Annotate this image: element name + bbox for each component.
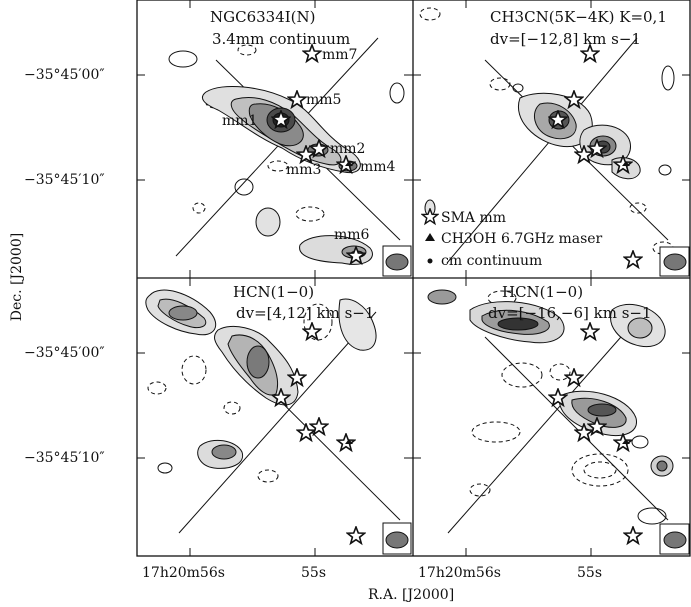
xtick-label: 55s (301, 565, 326, 581)
panel-br-contours (427, 289, 690, 555)
legend-maser: CH3OH 6.7GHz maser (441, 231, 603, 247)
panel-tl-subtitle: 3.4mm continuum (212, 30, 351, 48)
source-label-mm3: mm3 (286, 162, 322, 178)
panel-tr-subtitle: dv=[−12,8] km s−1 (490, 30, 641, 48)
panel-br-title: HCN(1−0) (502, 283, 584, 301)
legend-cm-continuum: cm continuum (441, 253, 543, 269)
source-label-mm7: mm7 (322, 47, 358, 63)
panel-bl-subtitle: dv=[4,12] km s−1 (236, 304, 375, 322)
panel-bl-contours (145, 289, 412, 555)
panel-bl-title: HCN(1−0) (233, 283, 315, 301)
ytick-label: −35°45′10″ (24, 450, 105, 466)
panel-tr-title: CH3CN(5K−4K) K=0,1 (490, 8, 667, 26)
y-axis-label: Dec. [J2000] (9, 232, 25, 322)
ytick-label: −35°45′00″ (24, 345, 105, 361)
source-label-mm1: mm1 (222, 113, 258, 129)
source-label-mm4: mm4 (360, 159, 396, 175)
source-label-mm2: mm2 (330, 141, 366, 157)
xtick-label: 55s (577, 565, 602, 581)
legend-sma-mm: SMA mm (441, 210, 507, 226)
panel-br-subtitle: dv=[−16,−6] km s−1 (488, 304, 652, 322)
source-label-mm6: mm6 (334, 227, 370, 243)
panel-tl-title: NGC6334I(N) (210, 8, 316, 26)
xtick-label: 17h20m56s (418, 565, 501, 581)
panel-tl-contours (168, 37, 412, 277)
ytick-label: −35°45′10″ (24, 172, 105, 188)
panel-tr-contours (419, 7, 690, 277)
xtick-label: 17h20m56s (142, 565, 225, 581)
source-label-mm5: mm5 (306, 92, 342, 108)
x-axis-label: R.A. [J2000] (368, 587, 455, 603)
ytick-label: −35°45′00″ (24, 67, 105, 83)
